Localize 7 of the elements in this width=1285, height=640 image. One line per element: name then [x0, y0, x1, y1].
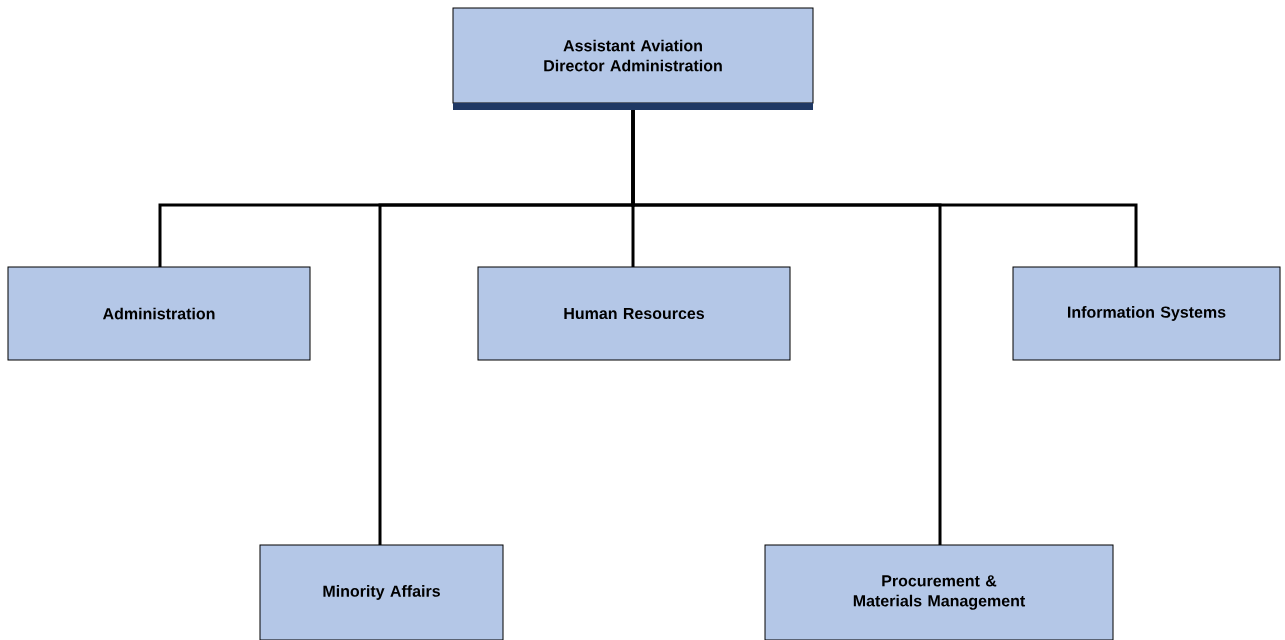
connector-line: [631, 110, 1138, 267]
department-box: Procurement & Materials Management: [764, 544, 1114, 640]
title-box: Assistant Aviation Director Administration: [452, 7, 814, 110]
department-box: Information Systems: [1012, 266, 1281, 361]
department-box: Minority Affairs: [259, 544, 504, 640]
department-box: Human Resources: [477, 266, 791, 361]
department-box: Administration: [7, 266, 311, 361]
